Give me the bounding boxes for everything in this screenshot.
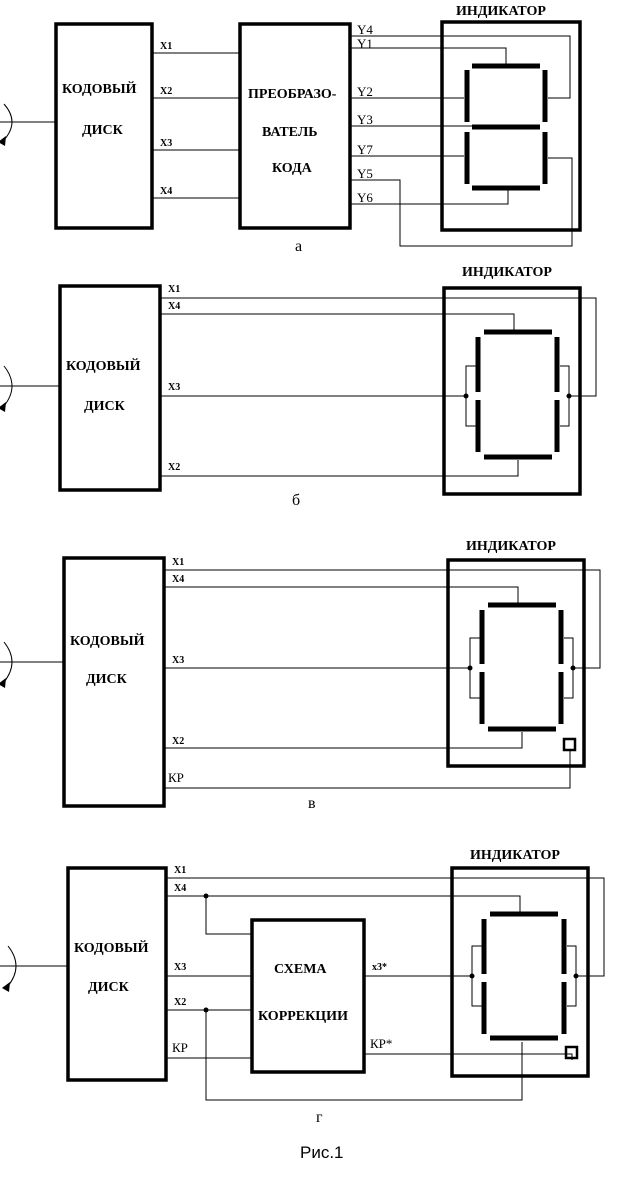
x3-star-label: x3*: [372, 962, 387, 973]
x2-label: X2: [174, 997, 186, 1008]
x2-label: X2: [160, 86, 172, 97]
y1-label: Y1: [357, 36, 373, 51]
indicator-block: [446, 558, 586, 768]
rotation-arrow-icon: [3, 103, 13, 141]
y6-label: Y6: [357, 190, 373, 205]
y7-label: Y7: [357, 142, 373, 157]
x1-label: X1: [172, 557, 184, 568]
decimal-point-segment: [562, 737, 577, 752]
correction-circuit-block: [250, 918, 366, 1074]
panel-b: КОДОВЫЙ ДИСК ИНДИКАТОР X1 X4 X3 X2 б: [0, 265, 597, 509]
rotation-arrow-head-icon: [0, 402, 6, 412]
indicator-label: ИНДИКАТОР: [470, 848, 560, 863]
rotation-arrow-icon: [3, 365, 13, 407]
x2-label: X2: [172, 736, 184, 747]
disk-label-line1: КОДОВЫЙ: [62, 80, 137, 97]
disk-label-line2: ДИСК: [82, 123, 124, 138]
disk-label-line2: ДИСК: [88, 980, 130, 995]
code-disk-block: [54, 22, 154, 230]
kr-label: КР: [172, 1040, 188, 1055]
code-disk-block: [58, 284, 162, 492]
converter-label-line3: КОДА: [272, 161, 313, 176]
x1-label: X1: [174, 865, 186, 876]
indicator-label: ИНДИКАТОР: [456, 4, 546, 19]
panel-v-caption: в: [308, 795, 316, 812]
panel-a-caption: а: [295, 238, 302, 255]
panel-v: КОДОВЫЙ ДИСК ИНДИКАТОР X1 X4 X3 X2 КР в: [0, 539, 601, 812]
x1-label: X1: [160, 41, 172, 52]
code-disk-block: [62, 556, 166, 808]
x4-label: X4: [174, 883, 186, 894]
disk-label-line1: КОДОВЫЙ: [74, 939, 149, 956]
disk-label-line2: ДИСК: [84, 399, 126, 414]
x1-label: X1: [168, 284, 180, 295]
panel-g-caption: г: [316, 1109, 323, 1126]
disk-label-line1: КОДОВЫЙ: [66, 357, 141, 374]
kr-label: КР: [168, 770, 184, 785]
correction-label-line2: КОРРЕКЦИИ: [258, 1009, 348, 1024]
y4-label: Y4: [357, 22, 373, 37]
indicator-label: ИНДИКАТОР: [462, 265, 552, 280]
rotation-arrow-head-icon: [0, 678, 6, 688]
indicator-block: [442, 286, 582, 496]
rotation-arrow-icon: [7, 945, 17, 987]
figure-caption: Рис.1: [300, 1143, 344, 1162]
panel-a: КОДОВЫЙ ДИСК ПРЕОБРАЗО- ВАТЕЛЬ КОДА X1 X…: [0, 4, 582, 255]
x4-label: X4: [172, 574, 184, 585]
code-disk-block: [66, 866, 168, 1082]
x3-label: X3: [160, 138, 172, 149]
correction-label-line1: СХЕМА: [274, 962, 327, 977]
indicator-label: ИНДИКАТОР: [466, 539, 556, 554]
rotation-arrow-icon: [3, 641, 13, 683]
y2-label: Y2: [357, 84, 373, 99]
y3-label: Y3: [357, 112, 373, 127]
y5-label: Y5: [357, 166, 373, 181]
x3-label: X3: [174, 962, 186, 973]
x4-label: X4: [160, 186, 172, 197]
x2-label: X2: [168, 462, 180, 473]
indicator-block: [450, 866, 590, 1078]
rotation-arrow-head-icon: [2, 982, 10, 992]
panel-b-caption: б: [292, 492, 300, 509]
x3-label: X3: [168, 382, 180, 393]
rotation-arrow-head-icon: [0, 136, 6, 146]
panel-g: КОДОВЫЙ ДИСК СХЕМА КОРРЕКЦИИ ИНДИКАТОР X…: [0, 848, 605, 1126]
x3-label: X3: [172, 655, 184, 666]
kr-star-label: КР*: [370, 1036, 392, 1051]
converter-label-line2: ВАТЕЛЬ: [262, 125, 318, 140]
disk-label-line2: ДИСК: [86, 672, 128, 687]
disk-label-line1: КОДОВЫЙ: [70, 632, 145, 649]
converter-label-line1: ПРЕОБРАЗО-: [248, 87, 337, 102]
x4-label: X4: [168, 301, 180, 312]
